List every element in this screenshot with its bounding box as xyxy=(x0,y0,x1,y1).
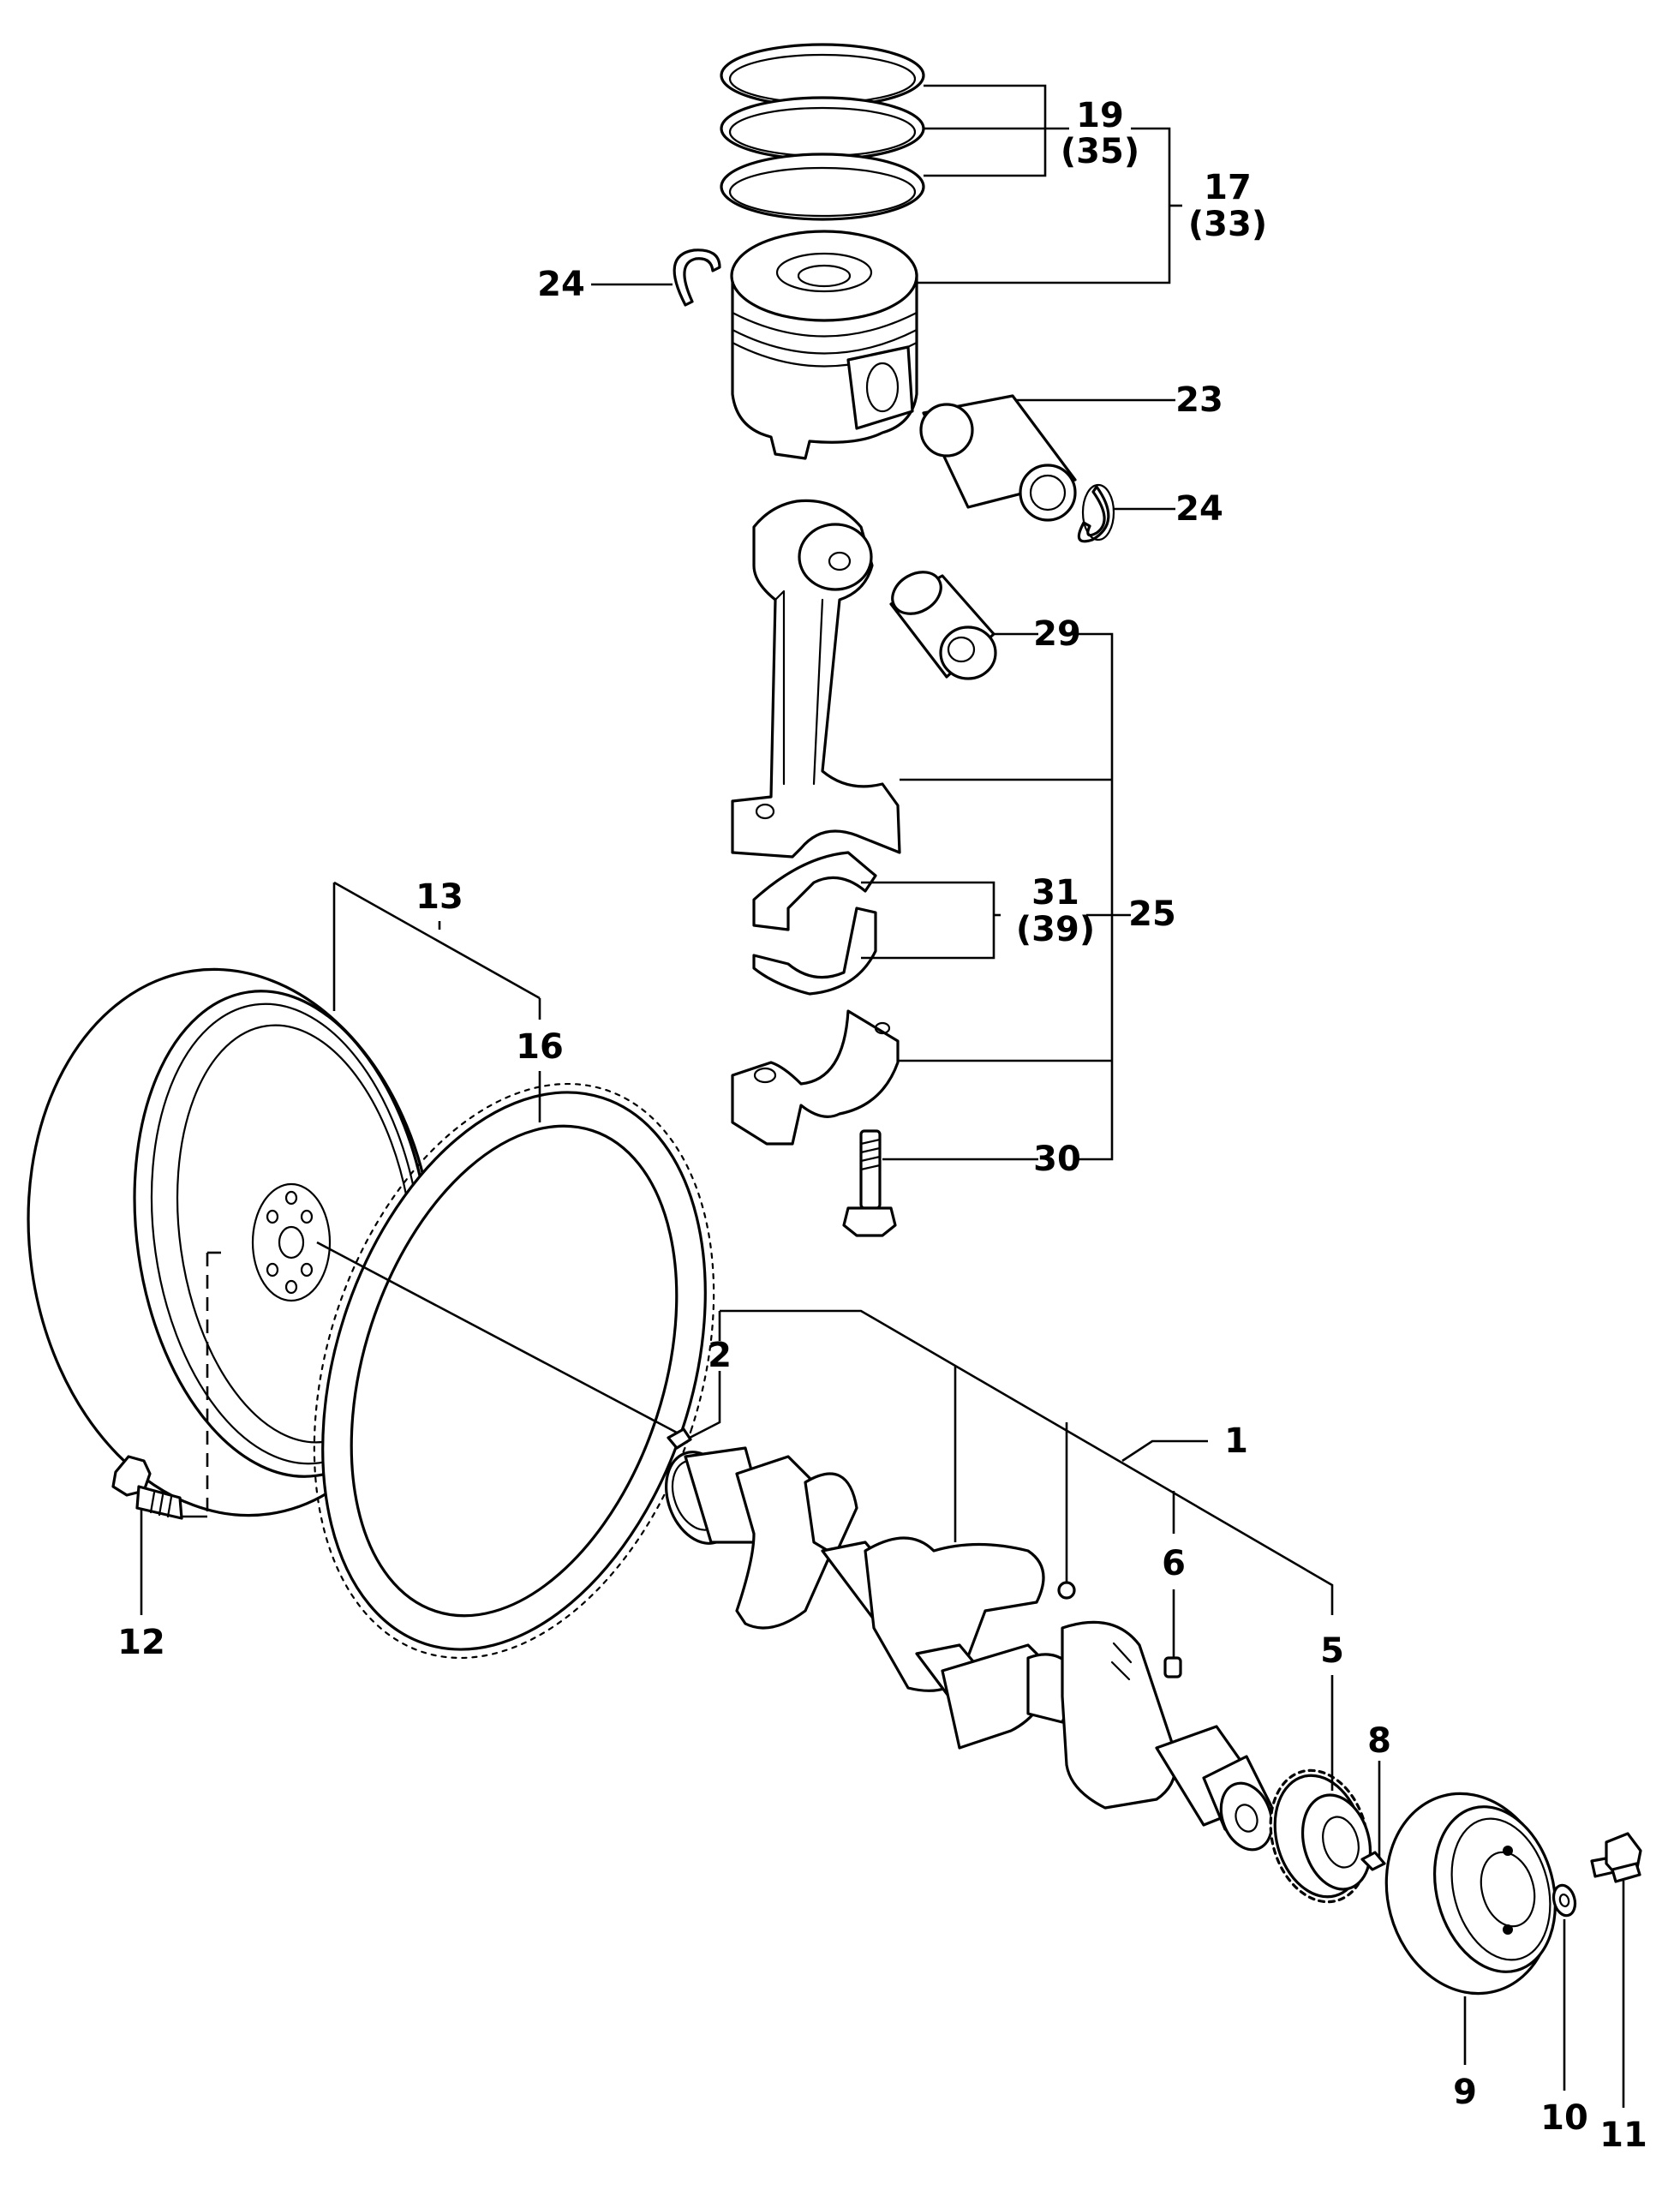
connecting-rod-bolt xyxy=(842,1129,897,1237)
callout-5: 5 xyxy=(1320,1631,1344,1671)
piston-ring-middle xyxy=(720,96,925,161)
gear-pin xyxy=(1360,1851,1386,1871)
circlip-left xyxy=(673,248,721,307)
callout-29: 29 xyxy=(1033,614,1081,654)
callout-2: 2 xyxy=(708,1336,732,1375)
callout-17-alt: (33) xyxy=(1188,205,1267,244)
callout-25: 25 xyxy=(1128,895,1176,934)
crankshaft xyxy=(665,1446,1274,1852)
callout-31: 31 xyxy=(1031,873,1079,913)
callout-11: 11 xyxy=(1599,2115,1647,2155)
callout-31-alt: (39) xyxy=(1016,910,1095,949)
callout-13: 13 xyxy=(416,877,463,917)
small-end-bushing xyxy=(889,571,997,680)
pulley-washer xyxy=(1551,1883,1577,1918)
piston xyxy=(730,230,918,460)
crankshaft-pulley xyxy=(1384,1792,1557,1996)
callout-19-alt: (35) xyxy=(1061,132,1139,171)
ring-gear xyxy=(313,1082,715,1660)
oil-plug-ball xyxy=(1057,1581,1076,1600)
circlip-right xyxy=(1077,483,1115,543)
callout-9: 9 xyxy=(1453,2073,1477,2112)
connecting-rod-cap xyxy=(731,1009,900,1146)
callout-23: 23 xyxy=(1175,380,1223,420)
flywheel-bolt xyxy=(111,1455,183,1520)
woodruff-key xyxy=(1163,1656,1182,1678)
callout-30: 30 xyxy=(1033,1140,1081,1179)
dowel-pin xyxy=(667,1427,692,1450)
callout-10: 10 xyxy=(1540,2098,1588,2138)
bearing-shell-lower xyxy=(752,907,877,996)
piston-ring-oil xyxy=(720,153,925,221)
callout-6: 6 xyxy=(1162,1544,1186,1583)
crankshaft-gear xyxy=(1269,1768,1372,1904)
piston-pin xyxy=(919,394,1077,522)
callout-24-left: 24 xyxy=(537,265,585,304)
connecting-rod xyxy=(731,499,901,859)
callout-19: 19 xyxy=(1076,96,1124,135)
callout-8: 8 xyxy=(1367,1721,1391,1761)
callout-1: 1 xyxy=(1224,1421,1248,1461)
leader-lines xyxy=(140,84,1625,2108)
callout-labels: 19 (35) 17 (33) 24 23 24 29 31 (39) 25 3… xyxy=(117,96,1647,2155)
callout-24-right: 24 xyxy=(1175,489,1223,529)
pulley-bolt xyxy=(1590,1832,1642,1883)
callout-16: 16 xyxy=(516,1027,564,1067)
callout-12: 12 xyxy=(117,1623,165,1662)
callout-17: 17 xyxy=(1204,168,1252,207)
